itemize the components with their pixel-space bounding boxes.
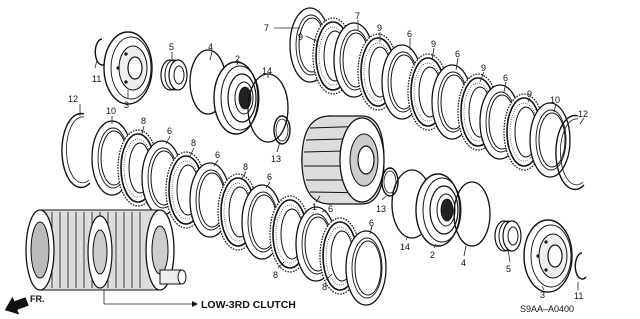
callout-6: 6 xyxy=(503,73,508,83)
end-plate-3b xyxy=(523,219,573,293)
o-ring-4b xyxy=(453,181,491,247)
callout-6: 6 xyxy=(407,29,412,39)
callout-8: 8 xyxy=(191,138,196,148)
snap-ring-11b xyxy=(574,252,587,280)
callout-9: 9 xyxy=(431,39,436,49)
callout-8: 8 xyxy=(141,116,146,126)
callout-11: 11 xyxy=(574,291,583,301)
callout-12: 12 xyxy=(68,94,78,104)
callout-10: 10 xyxy=(550,95,560,105)
callout-4: 4 xyxy=(461,258,466,268)
callout-6: 6 xyxy=(369,218,374,228)
callout-7: 7 xyxy=(355,11,360,21)
callout-6: 6 xyxy=(328,204,333,214)
front-label: FR. xyxy=(30,294,45,304)
callout-1: 1 xyxy=(312,202,317,212)
callout-9: 9 xyxy=(377,23,382,33)
callout-9: 9 xyxy=(298,32,303,42)
clutch-plate-6h xyxy=(345,230,387,306)
callout-8: 8 xyxy=(322,282,327,292)
callout-6: 6 xyxy=(167,126,172,136)
lower-piston-group xyxy=(381,167,587,293)
callout-9: 9 xyxy=(481,63,486,73)
leader-lines xyxy=(79,20,585,291)
o-ring-13a xyxy=(273,115,291,145)
callout-10: 10 xyxy=(106,106,116,116)
callout-6: 6 xyxy=(267,172,272,182)
callout-13: 13 xyxy=(376,204,386,214)
return-spring-5a xyxy=(160,59,188,91)
callout-3: 3 xyxy=(540,290,545,300)
snap-ring-12b xyxy=(61,112,91,189)
shaft-assembly xyxy=(25,209,187,291)
callout-7: 7 xyxy=(264,23,269,33)
o-ring-13b xyxy=(381,167,399,197)
callout-2: 2 xyxy=(235,54,240,64)
callout-11: 11 xyxy=(92,74,101,84)
callout-12: 12 xyxy=(578,109,588,119)
callout-14: 14 xyxy=(262,66,272,76)
callout-2: 2 xyxy=(430,250,435,260)
part-code: S9AA–A0400 xyxy=(520,304,574,314)
callout-8: 8 xyxy=(273,270,278,280)
callout-6: 6 xyxy=(455,49,460,59)
front-direction-arrow: FR. xyxy=(4,294,45,315)
callout-9: 9 xyxy=(527,89,532,99)
callout-8: 8 xyxy=(243,162,248,172)
callout-4: 4 xyxy=(208,42,213,52)
piston-2a xyxy=(213,61,260,135)
clutch-end-plate-10a xyxy=(529,102,571,178)
callout-13: 13 xyxy=(271,154,281,164)
callout-3: 3 xyxy=(124,100,129,110)
callout-6: 6 xyxy=(215,150,220,160)
callout-5: 5 xyxy=(169,42,174,52)
clutch-hub-1 xyxy=(301,115,385,205)
low-3rd-clutch-caption: LOW-3RD CLUTCH xyxy=(103,290,296,311)
snap-ring-11a xyxy=(94,38,107,66)
upper-piston-group xyxy=(94,31,291,145)
callout-14: 14 xyxy=(400,242,410,252)
return-spring-5b xyxy=(494,220,522,252)
caption-text: LOW-3RD CLUTCH xyxy=(201,299,296,311)
callout-labels: 11 3 5 4 2 14 13 7 9 7 9 6 9 6 9 6 9 10 … xyxy=(68,11,588,301)
callout-5: 5 xyxy=(506,264,511,274)
